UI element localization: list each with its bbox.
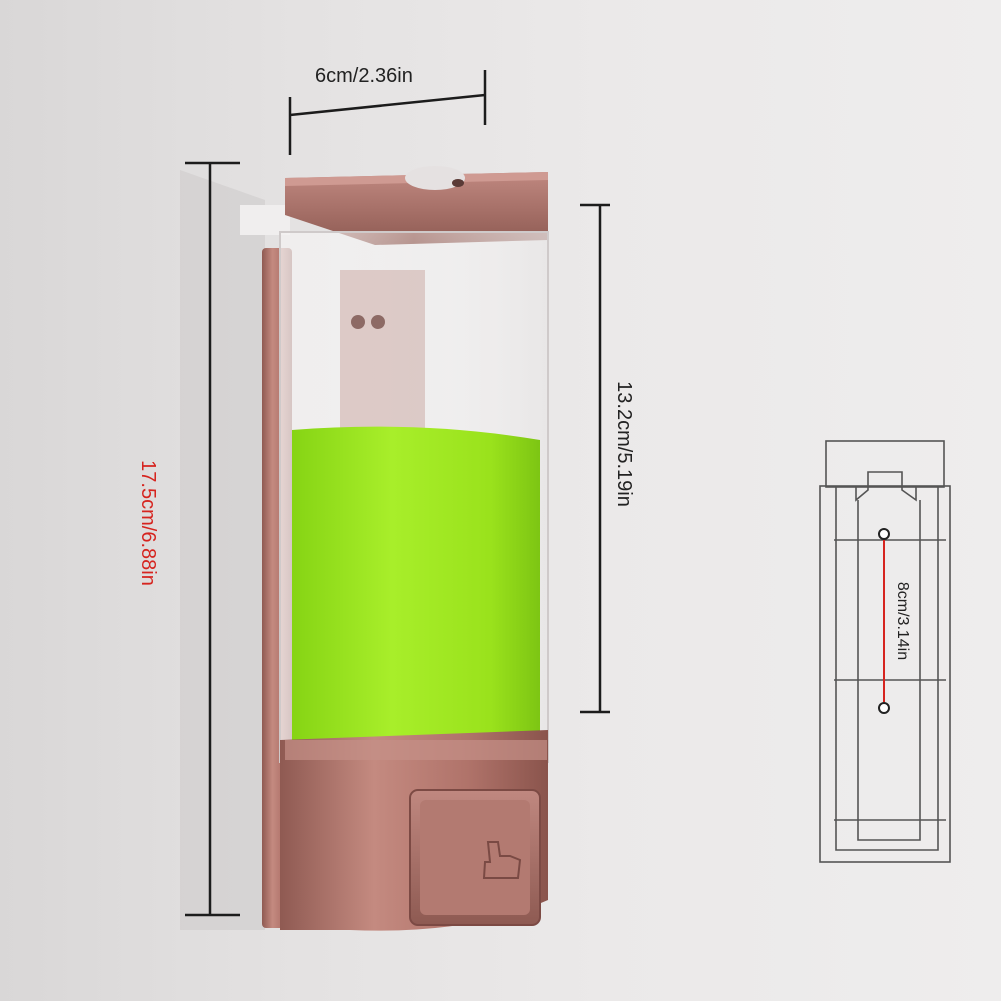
bottle-height-dimension-label: 13.2cm/5.19in — [613, 381, 635, 507]
soap-liquid — [292, 426, 540, 760]
mount-holes — [878, 528, 890, 714]
total-height-dimension-label: 17.5cm/6.88in — [137, 460, 159, 586]
width-dimension-label: 6cm/2.36in — [315, 65, 413, 87]
mount-spacing-dimension-label: 8cm/3.14in — [894, 581, 911, 661]
dimension-lines — [185, 70, 610, 917]
mounting-bracket-diagram — [819, 440, 951, 863]
top-cap — [285, 172, 548, 245]
wall-shadow — [180, 170, 265, 930]
hand-icon — [482, 841, 522, 879]
wall-bracket — [240, 205, 290, 235]
refill-port — [405, 166, 465, 190]
